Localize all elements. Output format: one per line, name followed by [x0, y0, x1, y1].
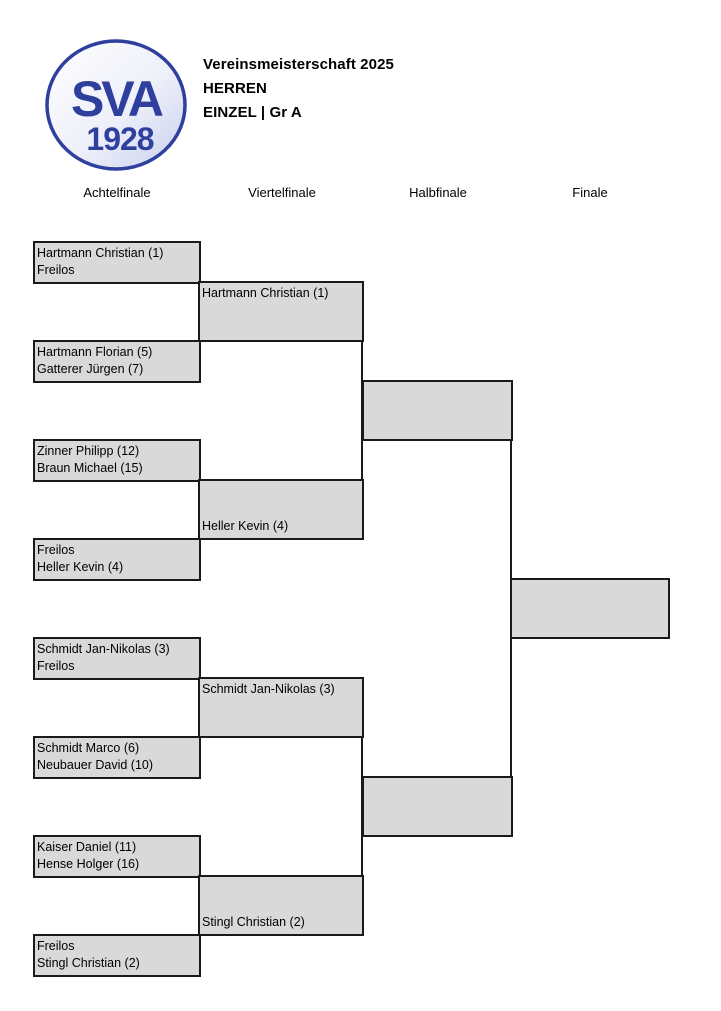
- match-qf-2: Heller Kevin (4): [198, 479, 364, 540]
- group-title: EINZEL | Gr A: [203, 104, 302, 121]
- round-header-halbfinale: Halbfinale: [409, 185, 467, 200]
- player-name: Freilos: [37, 939, 75, 953]
- player-name: Schmidt Jan-Nikolas (3): [202, 682, 335, 696]
- player-name: Hartmann Christian (1): [37, 246, 164, 260]
- player-name: Stingl Christian (2): [37, 956, 140, 970]
- match-r16-1: Hartmann Christian (1) Freilos: [33, 241, 201, 284]
- event-title: Vereinsmeisterschaft 2025: [203, 56, 394, 73]
- match-r16-6: Schmidt Marco (6) Neubauer David (10): [33, 736, 201, 779]
- player-name: Zinner Philipp (12): [37, 444, 140, 458]
- logo-year-text: 1928: [86, 121, 153, 157]
- player-name: Freilos: [37, 659, 75, 673]
- club-logo: SVA 1928: [45, 39, 187, 171]
- round-header-viertelfinale: Viertelfinale: [248, 185, 316, 200]
- player-name: Stingl Christian (2): [202, 915, 305, 929]
- player-name: Gatterer Jürgen (7): [37, 362, 144, 376]
- player-name: Schmidt Marco (6): [37, 741, 140, 755]
- player-name: Braun Michael (15): [37, 461, 143, 475]
- category-title: HERREN: [203, 80, 267, 97]
- player-name: Freilos: [37, 543, 75, 557]
- match-r16-5: Schmidt Jan-Nikolas (3) Freilos: [33, 637, 201, 680]
- match-qf-3: Schmidt Jan-Nikolas (3): [198, 677, 364, 738]
- player-name: Heller Kevin (4): [37, 560, 124, 574]
- player-name: Neubauer David (10): [37, 758, 154, 772]
- player-name: Hense Holger (16): [37, 857, 140, 871]
- player-name: Kaiser Daniel (11): [37, 840, 137, 854]
- match-r16-4: Freilos Heller Kevin (4): [33, 538, 201, 581]
- logo-top-text: SVA: [71, 71, 163, 127]
- player-name: Hartmann Christian (1): [202, 286, 329, 300]
- match-r16-3: Zinner Philipp (12) Braun Michael (15): [33, 439, 201, 482]
- match-r16-2: Hartmann Florian (5) Gatterer Jürgen (7): [33, 340, 201, 383]
- player-name: Hartmann Florian (5): [37, 345, 153, 359]
- match-r16-8: Freilos Stingl Christian (2): [33, 934, 201, 977]
- round-header-achtelfinale: Achtelfinale: [83, 185, 151, 200]
- round-header-finale: Finale: [572, 185, 608, 200]
- match-sf-2: [362, 776, 513, 837]
- match-qf-4: Stingl Christian (2): [198, 875, 364, 936]
- player-name: Freilos: [37, 263, 75, 277]
- match-r16-7: Kaiser Daniel (11) Hense Holger (16): [33, 835, 201, 878]
- match-qf-1: Hartmann Christian (1): [198, 281, 364, 342]
- match-final: [510, 578, 670, 639]
- match-sf-1: [362, 380, 513, 441]
- player-name: Heller Kevin (4): [202, 519, 289, 533]
- player-name: Schmidt Jan-Nikolas (3): [37, 642, 170, 656]
